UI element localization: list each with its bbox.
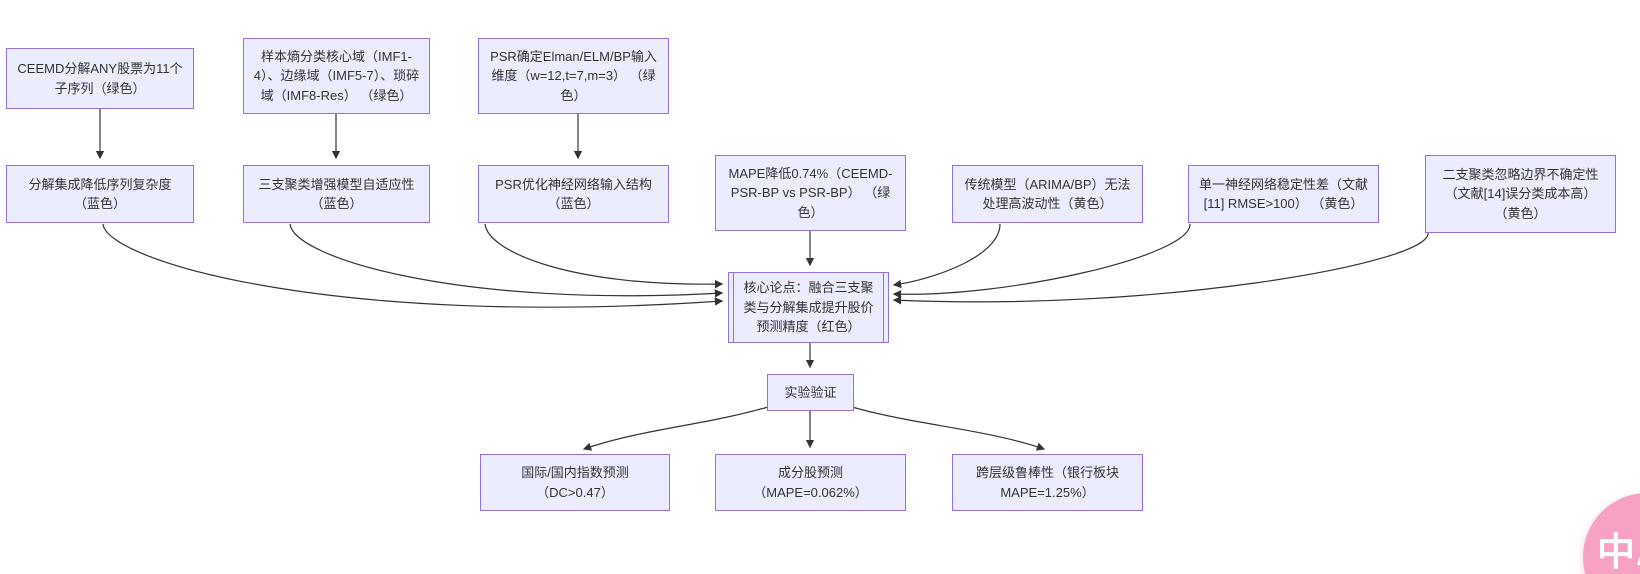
node-decomposition-benefit: 分解集成降低序列复杂度（蓝色） xyxy=(6,165,194,223)
edge-psropt-core xyxy=(484,223,724,289)
edge-decomp-core xyxy=(102,223,724,308)
node-label: 分解集成降低序列复杂度（蓝色） xyxy=(28,176,172,212)
node-two-way-clustering-limit: 二支聚类忽略边界不确定性（文献[14]误分类成本高）（黄色） xyxy=(1425,155,1616,233)
node-label: 核心论点：融合三支聚类与分解集成提升股价预测精度（红色） xyxy=(743,280,874,335)
translate-icon: 中A xyxy=(1597,532,1640,574)
node-label: 三支聚类增强模型自适应性（蓝色） xyxy=(258,176,415,212)
node-label: CEEMD分解ANY股票为11个子序列（绿色） xyxy=(17,61,183,96)
node-ceemd-decompose: CEEMD分解ANY股票为11个子序列（绿色） xyxy=(6,48,194,109)
node-label: 成分股预测（MAPE=0.062%） xyxy=(753,465,868,500)
node-psr-input-dim: PSR确定Elman/ELM/BP输入维度（w=12,t=7,m=3） （绿色） xyxy=(478,38,669,114)
node-label: 实验验证 xyxy=(784,384,837,400)
node-experiment-validation: 实验验证 xyxy=(767,374,854,411)
node-label: 单一神经网络稳定性差（文献[11] RMSE>100） （黄色） xyxy=(1198,176,1368,212)
edge-traditional-core xyxy=(892,223,1001,289)
edge-exp-robustness xyxy=(851,406,1046,451)
node-cross-level-robustness: 跨层级鲁棒性（银行板块 MAPE=1.25%） xyxy=(952,454,1143,511)
edge-singlenn-core xyxy=(892,223,1191,299)
node-label: 传统模型（ARIMA/BP）无法处理高波动性（黄色） xyxy=(964,176,1131,212)
node-label: PSR优化神经网络输入结构（蓝色） xyxy=(495,176,652,212)
node-three-way-clustering: 三支聚类增强模型自适应性（蓝色） xyxy=(243,165,430,223)
node-psr-optimization: PSR优化神经网络输入结构（蓝色） xyxy=(478,165,669,223)
node-index-prediction: 国际/国内指数预测（DC>0.47） xyxy=(480,454,670,511)
edge-twoway-core xyxy=(892,232,1429,305)
node-label: 国际/国内指数预测（DC>0.47） xyxy=(521,465,629,500)
translate-float-button[interactable]: 中A xyxy=(1583,493,1640,574)
node-single-nn-limit: 单一神经网络稳定性差（文献[11] RMSE>100） （黄色） xyxy=(1188,165,1379,223)
node-core-thesis: 核心论点：融合三支聚类与分解集成提升股价预测精度（红色） xyxy=(728,272,889,343)
node-label: 跨层级鲁棒性（银行板块 MAPE=1.25%） xyxy=(975,465,1119,500)
edge-exp-index xyxy=(582,406,769,451)
node-sample-entropy: 样本熵分类核心域（IMF1-4）、边缘域（IMF5-7）、琐碎域（IMF8-Re… xyxy=(243,38,430,114)
edge-threeway-core xyxy=(289,223,724,298)
node-traditional-model-limit: 传统模型（ARIMA/BP）无法处理高波动性（黄色） xyxy=(952,165,1143,223)
node-label: 二支聚类忽略边界不确定性（文献[14]误分类成本高）（黄色） xyxy=(1442,166,1599,221)
node-mape-reduction: MAPE降低0.74%（CEEMD-PSR-BP vs PSR-BP） （绿色） xyxy=(715,155,906,231)
node-label: PSR确定Elman/ELM/BP输入维度（w=12,t=7,m=3） （绿色） xyxy=(490,48,657,103)
node-label: 样本熵分类核心域（IMF1-4）、边缘域（IMF5-7）、琐碎域（IMF8-Re… xyxy=(253,48,420,103)
node-constituent-prediction: 成分股预测（MAPE=0.062%） xyxy=(715,454,906,511)
node-label: MAPE降低0.74%（CEEMD-PSR-BP vs PSR-BP） （绿色） xyxy=(728,165,893,220)
